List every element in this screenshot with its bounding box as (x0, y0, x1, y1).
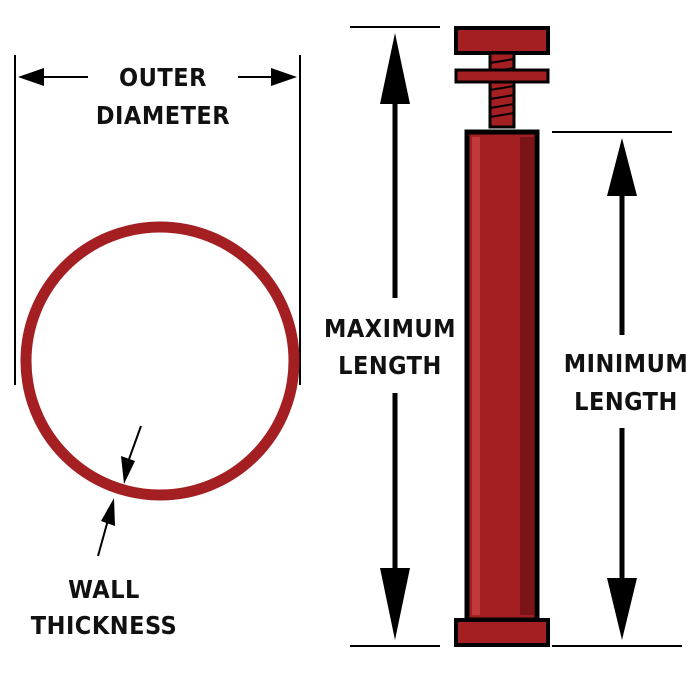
minimum-length-dimension: MINIMUM LENGTH (552, 131, 688, 647)
outer-diameter-left-arrowhead (18, 68, 44, 86)
post-top-plate (454, 26, 550, 55)
maximum-length-label-line1: MAXIMUM (324, 314, 456, 343)
wall-thickness-label-line1: WALL (68, 575, 140, 604)
outer-diameter-dimension: OUTER DIAMETER (14, 55, 301, 385)
minimum-length-up-arrowhead (607, 138, 637, 196)
outer-diameter-right-arrowhead (271, 68, 297, 86)
adjustable-support-post (454, 26, 550, 647)
wall-thickness-upper-arrowhead (121, 456, 135, 484)
maximum-length-label-line2: LENGTH (338, 351, 442, 380)
minimum-length-label-line1: MINIMUM (564, 349, 688, 378)
wall-thickness-lower-arrow (97, 519, 109, 557)
maximum-length-down-arrowhead (380, 568, 410, 640)
post-tube-highlight (472, 137, 480, 615)
wall-thickness-label-line2: THICKNESS (31, 611, 177, 640)
tube-cross-section-ring (20, 221, 300, 501)
maximum-length-up-arrowhead (380, 33, 410, 104)
wall-thickness-lower-arrowhead (101, 498, 115, 526)
minimum-length-down-arrowhead (607, 578, 637, 640)
outer-diameter-label-line2: DIAMETER (96, 101, 230, 130)
post-adjustment-nut (454, 68, 550, 84)
post-tube-shadow (520, 137, 534, 615)
wall-thickness-dimension: WALL THICKNESS (31, 425, 177, 640)
post-base-plate (454, 618, 550, 647)
maximum-length-dimension: MAXIMUM LENGTH (324, 26, 456, 647)
wall-thickness-upper-arrow (127, 425, 142, 463)
outer-diameter-label-line1: OUTER (119, 63, 207, 92)
minimum-length-label-line2: LENGTH (574, 387, 678, 416)
